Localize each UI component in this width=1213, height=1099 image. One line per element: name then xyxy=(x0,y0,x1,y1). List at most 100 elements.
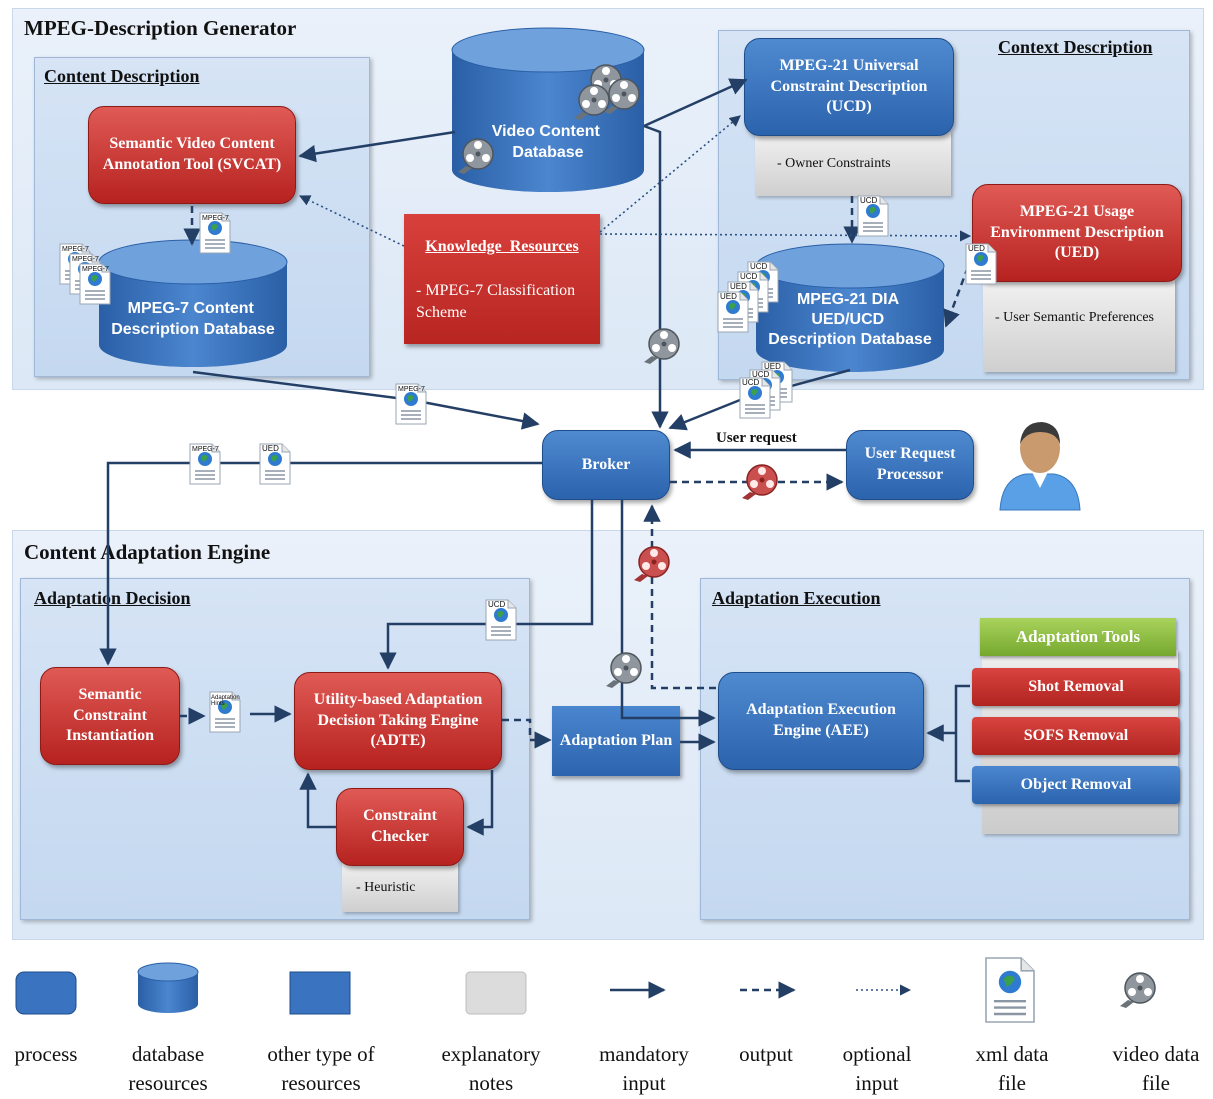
knowledge-resources[interactable]: Knowledge Resources - MPEG-7 Classificat… xyxy=(404,214,600,344)
adaptation-plan-label: Adaptation Plan xyxy=(559,731,673,749)
dia-db-label: MPEG-21 DIA UED/UCD Description Database xyxy=(768,291,932,348)
svcat-label: Semantic Video Content Annotation Tool (… xyxy=(102,135,282,173)
ued-note-text: - User Semantic Preferences xyxy=(995,310,1154,325)
tool-object-removal[interactable]: Object Removal xyxy=(972,766,1180,804)
ucd-process[interactable]: MPEG-21 Universal Constraint Description… xyxy=(744,38,954,136)
ucd-note-text: - Owner Constraints xyxy=(777,156,891,171)
aee-label: Adaptation Execution Engine (AEE) xyxy=(746,701,896,739)
dia-database[interactable]: MPEG-21 DIA UED/UCD Description Database xyxy=(755,243,945,372)
xml-file-icon: UCD xyxy=(749,369,781,411)
dia-db-line1: MPEG-21 DIA xyxy=(797,291,900,308)
video-reel-icon xyxy=(633,546,670,583)
ucd-label: MPEG-21 Universal Constraint Description… xyxy=(770,56,928,116)
svcat-process[interactable]: Semantic Video Content Annotation Tool (… xyxy=(88,106,296,204)
mpeg7-db-line2: Description Database xyxy=(111,321,275,338)
xml-file-icon: UCD xyxy=(857,195,889,237)
legend-label-process: process xyxy=(14,1042,78,1066)
xml-file-icon: MPEG-7 xyxy=(79,263,111,305)
user-request-processor-label: User Request Processor xyxy=(864,445,956,483)
content-adaptation-engine-title: Content Adaptation Engine xyxy=(24,540,271,564)
mpeg7-db-label: MPEG-7 Content Description Database xyxy=(111,300,275,338)
legend-label-output: output xyxy=(739,1042,793,1066)
xml-tag-ucd: UCD xyxy=(488,600,506,609)
xml-tag-ued: UED xyxy=(968,244,985,253)
semantic-constraint-instantiation[interactable]: Semantic Constraint Instantiation xyxy=(40,667,180,765)
xml-file-icon: MPEG-7 xyxy=(395,383,427,425)
knowledge-resources-body: - MPEG-7 Classification Scheme xyxy=(416,282,576,321)
checker-note-text: - Heuristic xyxy=(356,880,416,895)
legend-label-mandatory: mandatory input xyxy=(599,1042,689,1096)
content-description-title: Content Description xyxy=(44,66,200,86)
xml-tag-hints: Hints xyxy=(211,701,225,707)
tool-shot-removal[interactable]: Shot Removal xyxy=(972,668,1180,706)
xml-tag-mpeg7: MPEG-7 xyxy=(398,386,425,393)
video-db-label: Video Content Database xyxy=(492,123,605,161)
knowledge-resources-title: Knowledge Resources xyxy=(425,238,579,255)
xml-file-icon: MPEG-7 xyxy=(59,243,91,285)
xml-file-icon: UED xyxy=(727,281,759,323)
user-avatar-icon xyxy=(999,422,1081,511)
xml-tag-ucd: UCD xyxy=(750,262,768,271)
adte-process[interactable]: Utility-based Adaptation Decision Taking… xyxy=(294,672,502,770)
constraint-checker[interactable]: Constraint Checker xyxy=(336,788,464,866)
video-db-line1: Video Content xyxy=(492,123,601,140)
user-request-processor[interactable]: User Request Processor xyxy=(846,430,974,500)
legend-resource-icon xyxy=(289,971,351,1015)
legend-note-icon xyxy=(465,971,527,1015)
legend-label-database: database resources xyxy=(128,1042,208,1096)
xml-tag-mpeg7: MPEG-7 xyxy=(192,446,219,453)
adaptation-execution-title: Adaptation Execution xyxy=(712,588,881,608)
ucd-note: - Owner Constraints xyxy=(755,132,951,196)
xml-tag-ucd: UCD xyxy=(740,272,758,281)
legend-process-icon xyxy=(15,971,77,1015)
broker-process[interactable]: Broker xyxy=(542,430,670,500)
xml-tag-mpeg7: MPEG-7 xyxy=(202,215,229,222)
legend-label-optional: optional input xyxy=(842,1042,912,1096)
xml-tag-ucd: UCD xyxy=(742,378,760,387)
legend-label-xml: xml data file xyxy=(975,1042,1049,1096)
dia-db-line2: UED/UCD xyxy=(811,311,884,328)
xml-file-icons: MPEG-7 MPEG-7 MPEG-7 MPEG-7 UCD UED UCD … xyxy=(59,195,997,733)
video-reel-icon xyxy=(605,652,642,689)
mpeg7-db-line1: MPEG-7 Content xyxy=(128,300,255,317)
description-generator-title: MPEG-Description Generator xyxy=(24,16,297,40)
xml-tag-ucd: UCD xyxy=(752,370,770,379)
broker-label: Broker xyxy=(581,455,631,473)
xml-tag-ued: UED xyxy=(730,282,747,291)
tool-sofs-removal[interactable]: SOFS Removal xyxy=(972,717,1180,755)
checker-label: Constraint Checker xyxy=(363,807,437,845)
video-reel-icon xyxy=(741,464,778,501)
legend-label-note: explanatory notes xyxy=(441,1042,541,1096)
context-description-title: Context Description xyxy=(998,37,1153,57)
checker-note: - Heuristic xyxy=(342,862,458,912)
legend-video-file-icon xyxy=(1119,972,1156,1009)
xml-file-icon: MPEG-7 xyxy=(189,443,221,485)
xml-tag-adaptation: Adaptation xyxy=(211,695,240,701)
optional-connectors xyxy=(298,115,972,247)
legend-xml-file-icon xyxy=(984,956,1036,1024)
xml-file-icon: UCD xyxy=(739,377,771,419)
aee-process[interactable]: Adaptation Execution Engine (AEE) xyxy=(718,672,924,770)
adaptation-tools-title: Adaptation Tools xyxy=(980,618,1176,656)
xml-tag-ued: UED xyxy=(720,292,737,301)
xml-file-icon: UED xyxy=(965,243,997,285)
xml-file-icon: UED xyxy=(259,443,291,485)
xml-file-icon: UCD xyxy=(747,261,779,303)
legend xyxy=(15,956,1156,1024)
legend-database-icon xyxy=(137,962,199,1013)
ued-note: - User Semantic Preferences xyxy=(983,280,1175,372)
user-request-label: User request xyxy=(716,430,797,446)
legend-label-video: video data file xyxy=(1112,1042,1200,1096)
xml-tag-ucd: UCD xyxy=(860,196,878,205)
xml-file-icon: MPEG-7 xyxy=(199,212,231,254)
ued-label: MPEG-21 Usage Environment Description (U… xyxy=(990,202,1164,262)
adte-label: Utility-based Adaptation Decision Taking… xyxy=(313,690,483,750)
xml-file-icon: MPEG-7 xyxy=(69,253,101,295)
mpeg7-database[interactable]: MPEG-7 Content Description Database xyxy=(98,239,288,367)
xml-tag-mpeg7: MPEG-7 xyxy=(72,256,99,263)
ued-process[interactable]: MPEG-21 Usage Environment Description (U… xyxy=(972,184,1182,282)
video-db-line2: Database xyxy=(512,144,583,161)
xml-file-icon: UED xyxy=(761,361,793,403)
xml-tag-ued: UED xyxy=(764,362,781,371)
